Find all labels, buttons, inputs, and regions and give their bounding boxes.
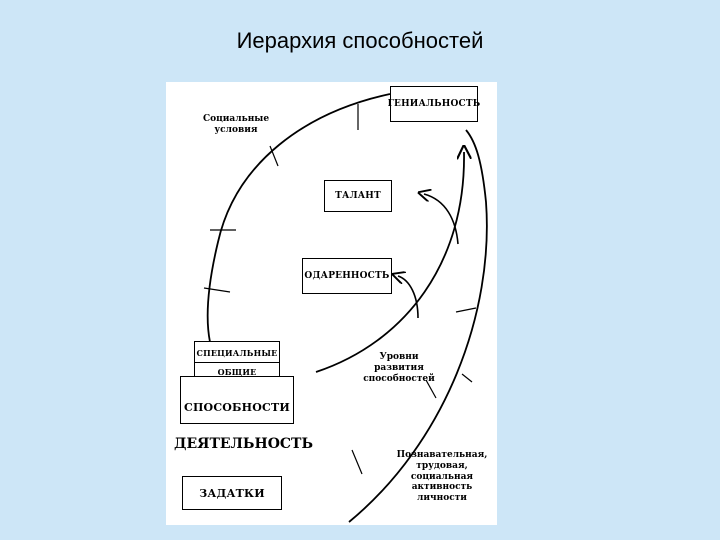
- talent-box: ТАЛАНТ: [324, 180, 392, 212]
- personal-activity-line-2: трудовая,: [416, 460, 468, 471]
- abilities-box: СПОСОБНОСТИ: [180, 376, 294, 424]
- diagram-scan: ГЕНИАЛЬНОСТЬ ТАЛАНТ ОДАРЕННОСТЬ СПЕЦИАЛЬ…: [166, 82, 497, 525]
- levels-curve: [315, 152, 464, 373]
- slide-title: Иерархия способностей: [236, 28, 484, 53]
- personal-activity-line-5: личности: [417, 493, 467, 504]
- activity-curve: [348, 129, 488, 523]
- levels-line-1: Уровни: [379, 352, 419, 362]
- personal-activity-line-3: социальная: [410, 471, 474, 482]
- genius-box: ГЕНИАЛЬНОСТЬ: [388, 86, 480, 122]
- social-conditions-line-1: Социальные: [202, 114, 270, 124]
- talent-arrow: [424, 194, 459, 245]
- levels-line-3: способностей: [363, 373, 435, 384]
- giftedness-box: ОДАРЕННОСТЬ: [302, 258, 392, 294]
- social-conditions-line-2: условия: [214, 124, 258, 135]
- personal-activity-line-1: Познавательная,: [396, 450, 488, 460]
- diagram-connectors: [203, 93, 488, 523]
- personal-activity-label: Познавательная, трудовая, социальная акт…: [394, 450, 490, 504]
- special-abilities-box: СПЕЦИАЛЬНЫЕ: [194, 341, 280, 363]
- social-conditions-label: Социальные условия: [196, 114, 276, 136]
- inclinations-box: ЗАДАТКИ: [182, 476, 282, 510]
- giftedness-arrow: [398, 276, 419, 319]
- levels-line-2: развития: [374, 362, 424, 373]
- levels-label: Уровни развития способностей: [360, 352, 438, 384]
- social-conditions-arc: [206, 93, 391, 343]
- activity-label: ДЕЯТЕЛЬНОСТЬ: [174, 436, 314, 452]
- personal-activity-line-4: активность: [411, 482, 473, 493]
